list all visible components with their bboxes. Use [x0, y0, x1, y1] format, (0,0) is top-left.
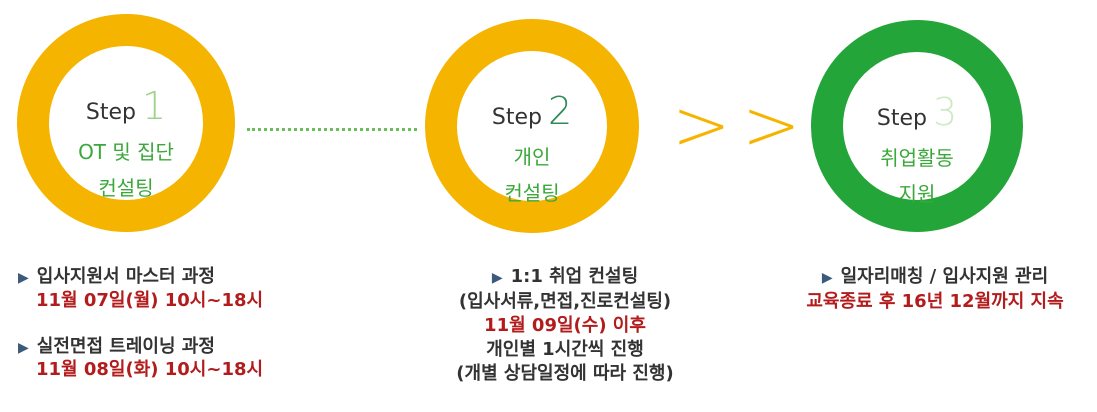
col2-sub3: (개별 상담일정에 따라 진행) — [456, 363, 674, 384]
col2-sub2: 개인별 1시간씩 진행 — [486, 339, 644, 360]
step2-title-line1: 개인 — [513, 145, 551, 169]
col2-date1: 11월 09일(수) 이후 — [484, 315, 646, 336]
step1-title-line2: 컨설팅 — [98, 176, 154, 200]
col1-item2: ▶ 실전면접 트레이닝 과정 — [18, 335, 215, 360]
col1-item1: ▶ 입사지원서 마스터 과정 — [18, 265, 215, 290]
bullet-icon: ▶ — [821, 270, 833, 286]
step2-title: 개인 컨설팅 — [457, 139, 607, 211]
step1-title-line1: OT 및 집단 — [78, 140, 174, 164]
step2-number: 2 — [547, 89, 573, 133]
chevron-right-icon: > — [672, 84, 731, 166]
col2-item1: ▶ 1:1 취업 컨설팅 — [405, 265, 725, 290]
chevron-right-icon: > — [742, 84, 801, 166]
col3-block: ▶ 일자리매칭 / 입사지원 관리 교육종료 후 16년 12월까지 지속 — [780, 265, 1090, 314]
step3-number: 3 — [932, 90, 958, 134]
col1-date2: 11월 08일(화) 10시~18시 — [36, 359, 264, 380]
step1-word: Step — [85, 100, 136, 125]
bullet-icon: ▶ — [18, 270, 29, 286]
col2-sub1: (입사서류,면접,진로컨설팅) — [458, 291, 672, 312]
col2-item1-label: 1:1 취업 컨설팅 — [510, 266, 639, 287]
step3-title: 취업활동 지원 — [843, 140, 991, 212]
step3-word: Step — [876, 106, 927, 131]
col2-block: ▶ 1:1 취업 컨설팅 (입사서류,면접,진로컨설팅) 11월 09일(수) 이… — [405, 265, 725, 386]
bullet-icon: ▶ — [18, 340, 29, 356]
step3-title-line2: 지원 — [898, 182, 936, 206]
col3-item1-label: 일자리매칭 / 입사지원 관리 — [840, 266, 1049, 287]
col3-item1: ▶ 일자리매칭 / 입사지원 관리 — [780, 265, 1090, 290]
step2-word: Step — [491, 105, 542, 130]
col1-item2-label: 실전면접 트레이닝 과정 — [36, 336, 215, 357]
step2-title-line2: 컨설팅 — [504, 181, 560, 205]
col3-date1: 교육종료 후 16년 12월까지 지속 — [806, 291, 1064, 312]
step1-title: OT 및 집단 컨설팅 — [49, 134, 203, 206]
bullet-icon: ▶ — [491, 270, 503, 286]
step3-title-line1: 취업활동 — [880, 146, 954, 170]
col1-item1-label: 입사지원서 마스터 과정 — [36, 266, 215, 287]
col1-date1: 11월 07일(월) 10시~18시 — [36, 290, 264, 311]
step1-number: 1 — [141, 84, 167, 128]
dotted-connector — [247, 128, 417, 131]
